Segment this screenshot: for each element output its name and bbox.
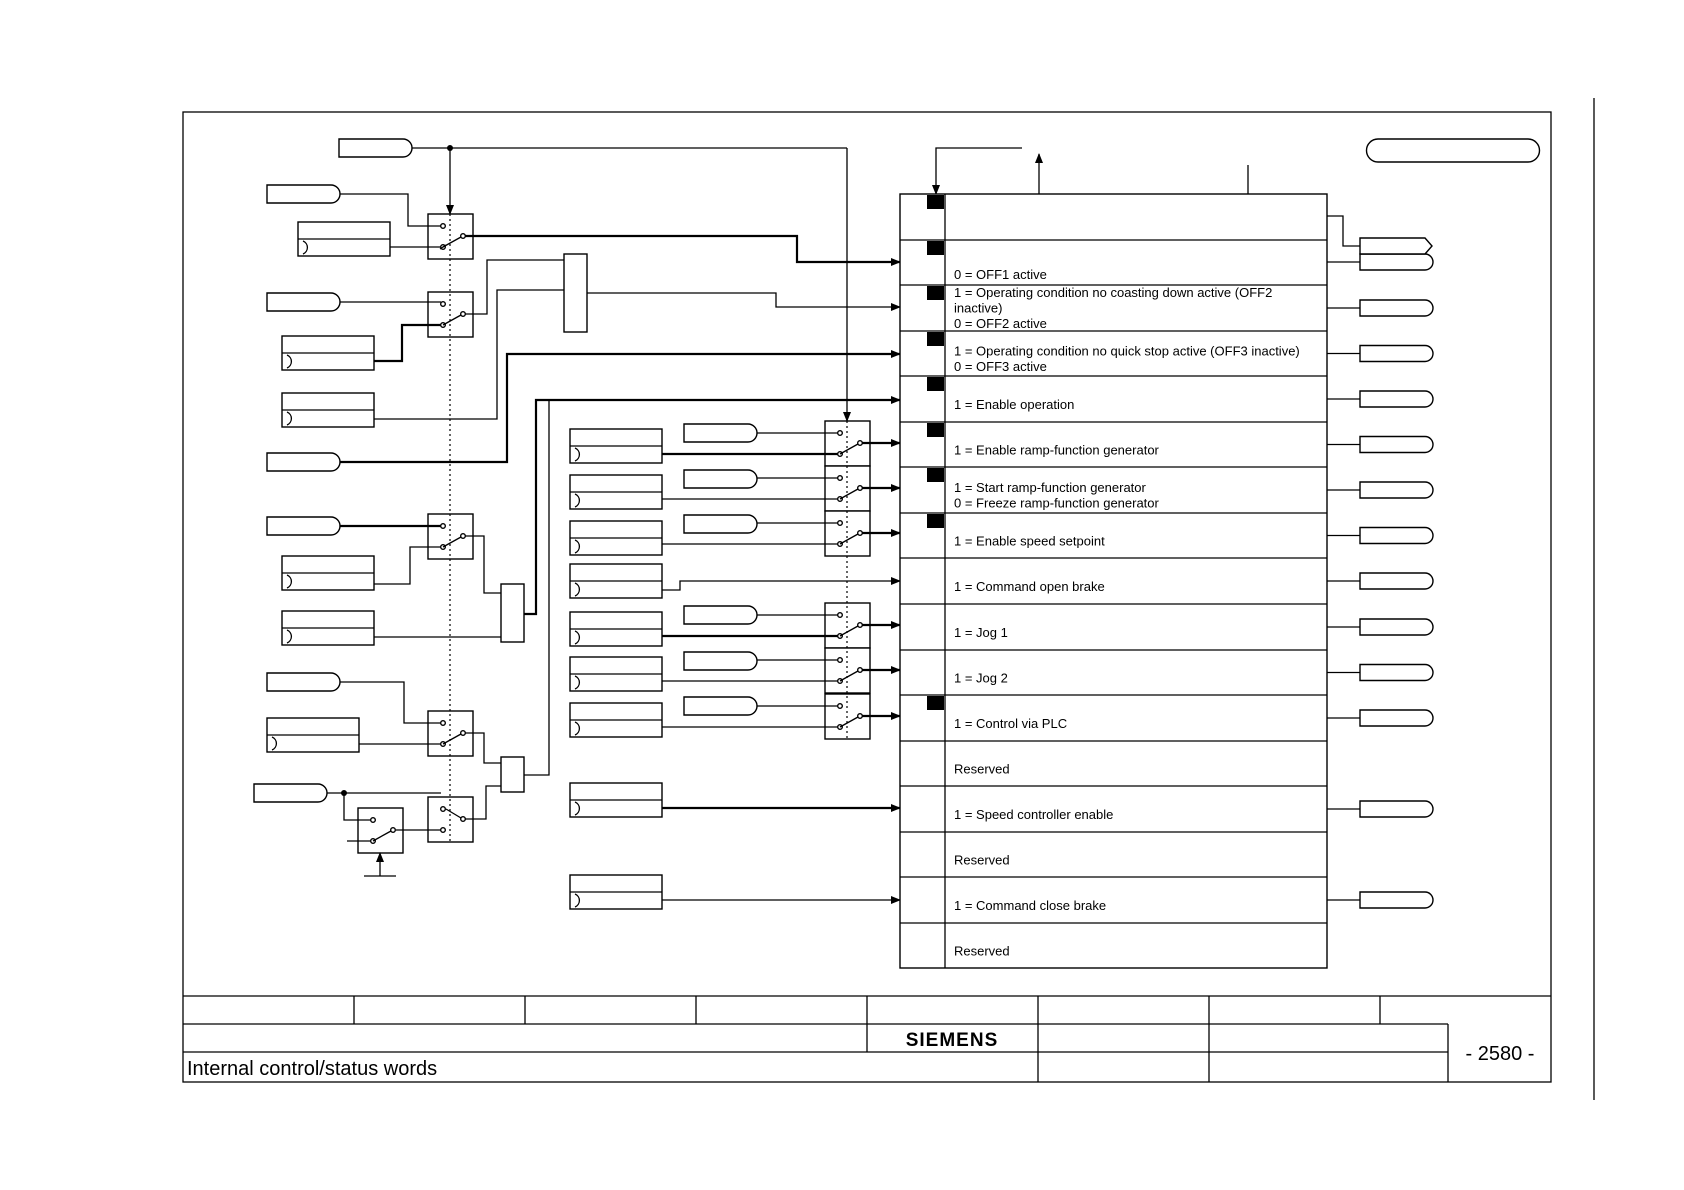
input-connector	[683, 514, 758, 534]
bit-indicator	[927, 332, 944, 346]
input-connector	[683, 605, 758, 625]
output-connector	[1359, 572, 1434, 590]
bit-label: 1 = Jog 1	[954, 625, 1008, 640]
bit-label: 1 = Speed controller enable	[954, 807, 1113, 822]
bit-indicator	[927, 241, 944, 255]
bit-label: inactive)	[954, 301, 1002, 316]
binector-input	[297, 221, 391, 257]
output-connector	[1359, 709, 1434, 727]
bit-label: Reserved	[954, 944, 1010, 959]
input-connector	[683, 423, 758, 443]
input-connectors	[253, 138, 1541, 803]
bit-label: 0 = OFF3 active	[954, 359, 1047, 374]
binector-input	[281, 335, 375, 371]
output-connector	[1359, 253, 1434, 271]
binector-input	[569, 656, 663, 692]
bit-label: 0 = Freeze ramp-function generator	[954, 496, 1160, 511]
input-connector	[266, 672, 341, 692]
changeover-switch	[427, 213, 474, 260]
output-connector	[1359, 344, 1434, 363]
bit-indicator	[927, 423, 944, 437]
output-connector	[1359, 800, 1434, 818]
changeover-switch	[824, 465, 871, 512]
bit-indicator	[927, 514, 944, 528]
binector-input	[281, 555, 375, 591]
input-connector	[253, 783, 328, 803]
diagram-frame	[182, 111, 1552, 1083]
bit-label: 0 = OFF2 active	[954, 316, 1047, 331]
company-logo: SIEMENS	[906, 1030, 999, 1051]
bit-label: 1 = Command close brake	[954, 898, 1106, 913]
binector-inputs	[266, 221, 663, 910]
output-connector	[1359, 237, 1433, 255]
bit-label: Reserved	[954, 762, 1010, 777]
page-reference-box	[1365, 138, 1541, 163]
output-connector	[1359, 390, 1434, 408]
bit-indicator	[927, 195, 944, 209]
status-word-table: 0 = OFF1 active 1 = Operating condition n…	[899, 193, 1434, 969]
input-connector	[266, 452, 341, 472]
logic-block	[500, 756, 525, 793]
status-word-frame	[899, 193, 1328, 969]
binector-input	[569, 520, 663, 556]
bit-label: 1 = Control via PLC	[954, 716, 1067, 731]
bit-label: Reserved	[954, 853, 1010, 868]
binector-input	[569, 702, 663, 738]
binector-input	[569, 782, 663, 818]
input-connector	[683, 696, 758, 716]
binector-input	[281, 610, 375, 646]
bit-label: 0 = OFF1 active	[954, 267, 1047, 282]
output-connector	[1359, 526, 1434, 545]
bit-label: 1 = Operating condition no quick stop ac…	[954, 344, 1300, 359]
binector-input	[569, 474, 663, 510]
output-connector	[1359, 618, 1434, 636]
output-line	[1327, 215, 1360, 247]
bit-label: 1 = Enable operation	[954, 397, 1074, 412]
page-title: Internal control/status words	[187, 1058, 437, 1080]
page-number: - 2580 -	[1466, 1043, 1535, 1065]
input-connector	[683, 469, 758, 489]
bit-label: 1 = Enable ramp-function generator	[954, 443, 1160, 458]
output-connector	[1359, 891, 1434, 909]
bit-label: 1 = Start ramp-function generator	[954, 480, 1147, 495]
bit-indicator	[927, 696, 944, 710]
wiring	[327, 145, 1316, 904]
bit-indicator	[927, 468, 944, 482]
output-connector	[1359, 299, 1434, 317]
logic-block	[563, 253, 588, 333]
input-connector	[266, 516, 341, 536]
input-connector	[266, 184, 341, 204]
output-connector	[1359, 481, 1434, 499]
binector-input	[569, 874, 663, 910]
binector-input	[281, 392, 375, 428]
input-connector	[338, 138, 413, 158]
input-connector	[266, 292, 341, 312]
binector-input	[569, 428, 663, 464]
input-connector	[683, 651, 758, 671]
bit-label: 1 = Enable speed setpoint	[954, 534, 1105, 549]
binector-input	[266, 717, 360, 753]
binector-input	[569, 611, 663, 647]
bit-indicator	[927, 286, 944, 300]
output-connector	[1359, 435, 1434, 454]
output-connector	[1359, 663, 1434, 682]
bit-label: 1 = Jog 2	[954, 671, 1008, 686]
title-block: SIEMENS Internal control/status words - …	[183, 995, 1551, 1082]
logic-block	[500, 583, 525, 643]
binector-input	[569, 563, 663, 599]
bit-indicator	[927, 377, 944, 391]
bit-label: 1 = Operating condition no coasting down…	[954, 285, 1272, 300]
grounded-switch	[357, 807, 404, 854]
bit-label: 1 = Command open brake	[954, 579, 1105, 594]
